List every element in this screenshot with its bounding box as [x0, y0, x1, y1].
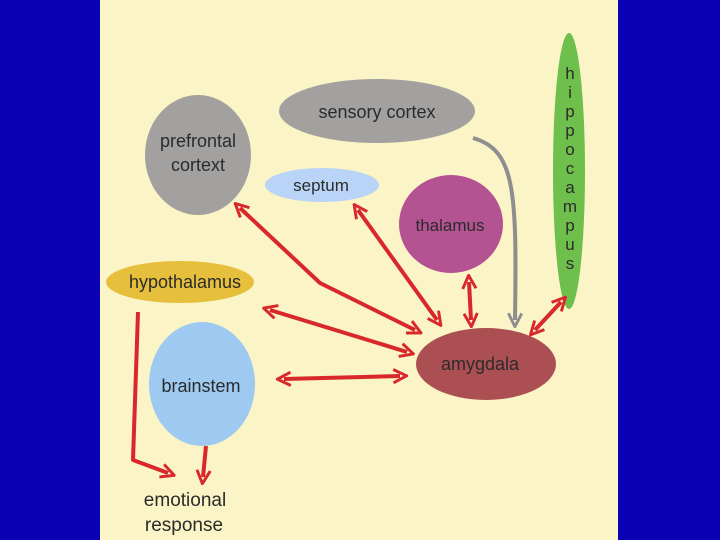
hippocampus-letter: p — [565, 121, 574, 140]
hippocampus-letter: c — [566, 159, 575, 178]
hypothalamus-label: hypothalamus — [129, 272, 241, 292]
emotional-response-label-line1: emotional — [144, 490, 226, 511]
connection-arrows — [131, 136, 561, 477]
arrow-amygdala-hippocampus — [535, 302, 561, 330]
arrow-amygdala-hypothalamus — [270, 310, 407, 352]
brainstem-region — [149, 322, 255, 446]
hypothalamus-region — [106, 261, 254, 303]
arrow-amygdala-brainstem — [284, 376, 400, 379]
hippocampus-label: h i p p o c a m p u s — [563, 64, 577, 273]
hippocampus-letter: p — [565, 102, 574, 121]
arrow-hypothalamus-response — [131, 311, 168, 473]
hippocampus-letter: u — [565, 235, 574, 254]
hippocampus-letter: o — [565, 140, 574, 159]
septum-region — [265, 168, 379, 202]
arrow-amygdala-thalamus — [469, 282, 471, 320]
arrow-sensory-amygdala — [472, 136, 516, 320]
arrow-amygdala-septum — [358, 210, 437, 320]
hippocampus-letter: m — [563, 197, 577, 216]
amygdala-region — [416, 328, 556, 400]
prefrontal-cortex-label-line1: prefrontal — [160, 131, 236, 151]
sensory-cortex-region — [279, 79, 475, 143]
septum-label: septum — [293, 176, 349, 195]
prefrontal-cortex-label-line2: cortext — [171, 155, 225, 175]
prefrontal-cortex-region — [145, 95, 251, 215]
emotional-response-label-line2: response — [145, 515, 223, 536]
hippocampus-letter: i — [568, 83, 572, 102]
amygdala-label: amygdala — [441, 354, 520, 374]
sensory-cortex-label: sensory cortex — [318, 102, 435, 122]
arrow-brainstem-response — [203, 445, 206, 477]
arrow-amygdala-prefrontal — [240, 208, 415, 330]
hippocampus-letter: h — [565, 64, 574, 83]
hippocampus-letter: p — [565, 216, 574, 235]
hippocampus-letter: a — [565, 178, 575, 197]
brainstem-label: brainstem — [161, 376, 240, 396]
thalamus-label: thalamus — [416, 216, 485, 235]
hippocampus-letter: s — [566, 254, 575, 273]
hippocampus-region — [553, 33, 585, 309]
